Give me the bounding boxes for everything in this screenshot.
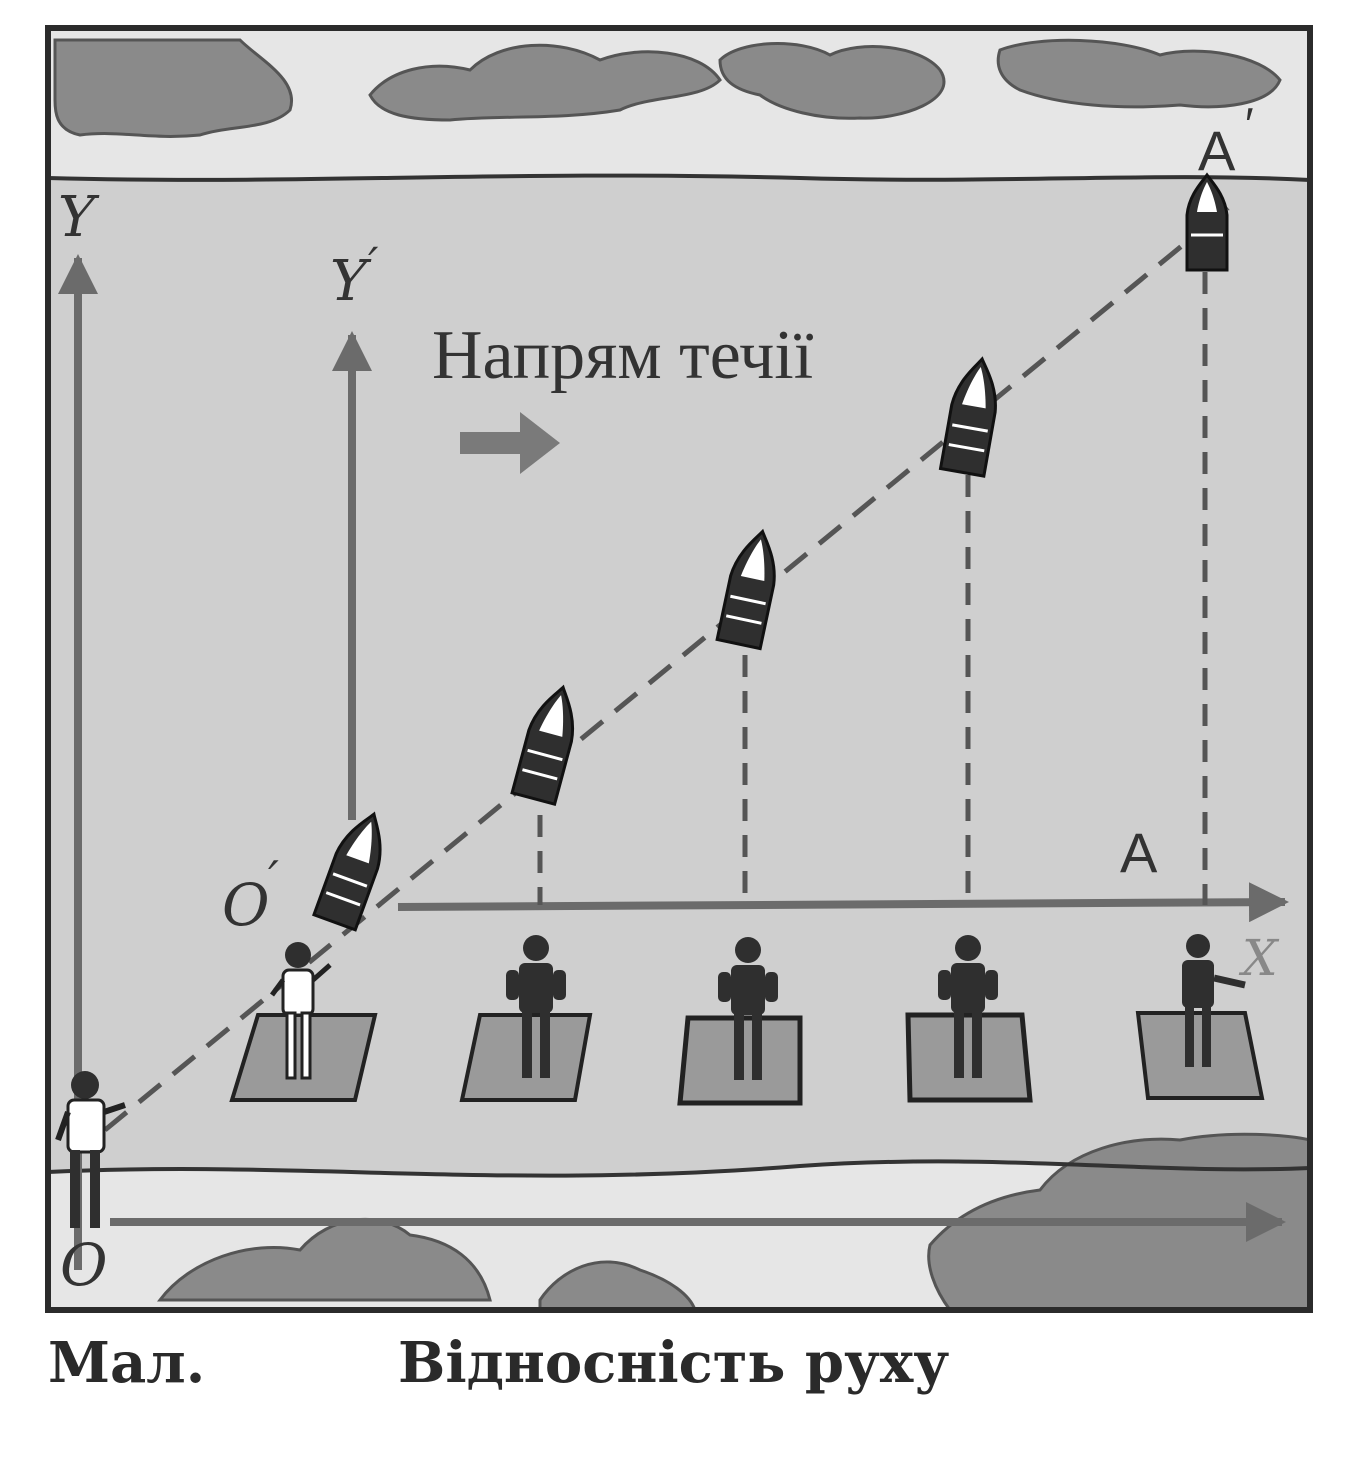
boat-2 [510,684,574,806]
far-bank-trees [53,38,1282,138]
x-prime-axis [397,882,1289,923]
raft-2 [459,935,593,1102]
label-a-prime-mark: ′ [1245,98,1254,150]
projection-lines [537,272,1208,905]
figure-border [45,25,1313,1313]
observer-on-raft-5 [1182,934,1246,1067]
boat-1 [312,811,382,932]
near-shoreline [47,1159,1311,1178]
observer-on-raft-4 [938,935,998,1078]
label-y-prime-mark: ′ [368,237,379,291]
label-a-prime: A [1198,119,1236,182]
current-direction-arrow [460,412,560,474]
label-y: Y [58,185,100,250]
label-current-direction: Напрям течії [432,317,814,394]
far-shoreline [47,173,1311,182]
label-origin-o-prime: O [222,871,270,939]
boat-3 [715,528,776,651]
raft-5 [1135,934,1265,1100]
caption-title: Відносність руху [398,1330,950,1396]
caption-number: Мал. [48,1330,206,1396]
observer-on-raft-2 [506,935,566,1078]
label-y-prime: Y [330,249,372,314]
raft-1 [229,942,378,1102]
label-origin-o: O [60,1231,108,1299]
river-water [48,28,1310,1310]
boat-4 [938,356,997,478]
raft-3 [677,937,803,1106]
label-a: A [1120,821,1158,884]
label-x-prime: X [1238,929,1280,987]
shore-observer [55,1071,126,1228]
raft-4 [905,935,1033,1103]
observer-on-raft-3 [718,937,778,1080]
label-origin-o-prime-mark: ′ [268,851,279,907]
boat-5 [1185,172,1229,272]
observer-on-raft-1 [269,942,332,1080]
